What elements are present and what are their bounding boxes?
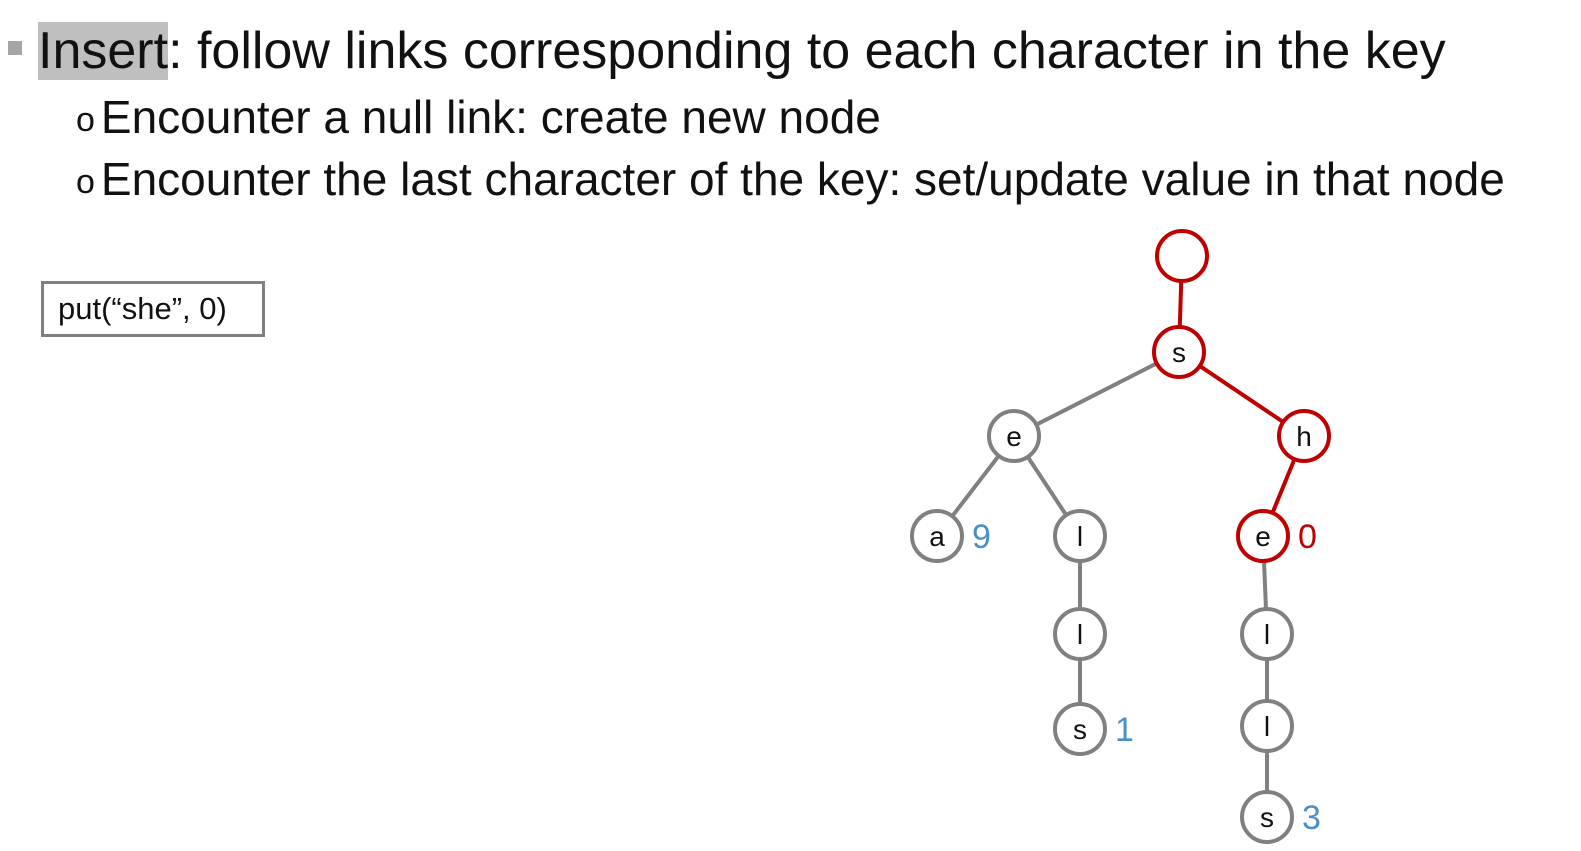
sub-bullet-marker: o	[76, 101, 95, 139]
trie-node-circle	[910, 509, 964, 563]
trie-node-e1: e	[987, 409, 1041, 463]
trie-node-circle	[1277, 409, 1331, 463]
trie-node-value: 0	[1298, 518, 1317, 556]
trie-node-circle	[1152, 325, 1206, 379]
trie-node-root	[1155, 229, 1209, 283]
trie-node-l2: l	[1053, 607, 1107, 661]
trie-node-char: h	[1296, 421, 1312, 452]
trie-edge-e1-a	[950, 454, 1001, 518]
trie-node-char: a	[929, 521, 945, 552]
trie-node-char: l	[1077, 521, 1083, 552]
trie-node-circle	[1236, 509, 1290, 563]
trie-edge-e2-l3	[1262, 560, 1268, 610]
trie-node-l4: l	[1240, 699, 1294, 753]
trie-node-circle	[987, 409, 1041, 463]
trie-node-circle	[1053, 509, 1107, 563]
trie-node-circle	[1155, 229, 1209, 283]
main-bullet-text: : follow links corresponding to each cha…	[168, 22, 1446, 80]
sub-bullet-marker: o	[76, 163, 95, 201]
operation-box: put(“she”, 0)	[41, 281, 265, 337]
trie-node-circle	[1240, 607, 1294, 661]
trie-node-l3: l	[1240, 607, 1294, 661]
trie-node-circle	[1240, 699, 1294, 753]
trie-node-s: s	[1152, 325, 1206, 379]
bullet-square-icon	[8, 41, 22, 55]
trie-node-h: h	[1277, 409, 1331, 463]
trie-edge-s-e1	[1035, 361, 1158, 427]
trie-node-char: s	[1172, 337, 1186, 368]
trie-node-char: e	[1006, 421, 1022, 452]
trie-node-circle	[1053, 702, 1107, 756]
trie-edge-root-s	[1177, 280, 1184, 328]
trie-node-char: s	[1260, 802, 1274, 833]
trie-node-char: s	[1073, 714, 1087, 745]
trie-node-char: l	[1264, 711, 1270, 742]
sub-bullet-text: Encounter the last character of the key:…	[100, 153, 1505, 205]
insert-keyword: Insert	[38, 22, 169, 80]
trie-node-l1: l	[1053, 509, 1107, 563]
trie-edge-h-e2	[1270, 458, 1297, 514]
trie-node-circle	[1240, 790, 1294, 844]
sub-bullet-text: Encounter a null link: create new node	[100, 91, 881, 143]
trie-node-value: 9	[972, 518, 991, 556]
main-bullet: Insert: follow links corresponding to ea…	[38, 18, 1446, 84]
trie-node-char: l	[1264, 619, 1270, 650]
trie-node-char: e	[1255, 521, 1271, 552]
trie-edge-e1-l1	[1026, 455, 1068, 517]
trie-node-value: 1	[1115, 711, 1134, 749]
trie-node-value: 3	[1302, 799, 1321, 837]
trie-edge-s-h	[1198, 364, 1285, 424]
trie-node-char: l	[1077, 619, 1083, 650]
trie-node-circle	[1053, 607, 1107, 661]
